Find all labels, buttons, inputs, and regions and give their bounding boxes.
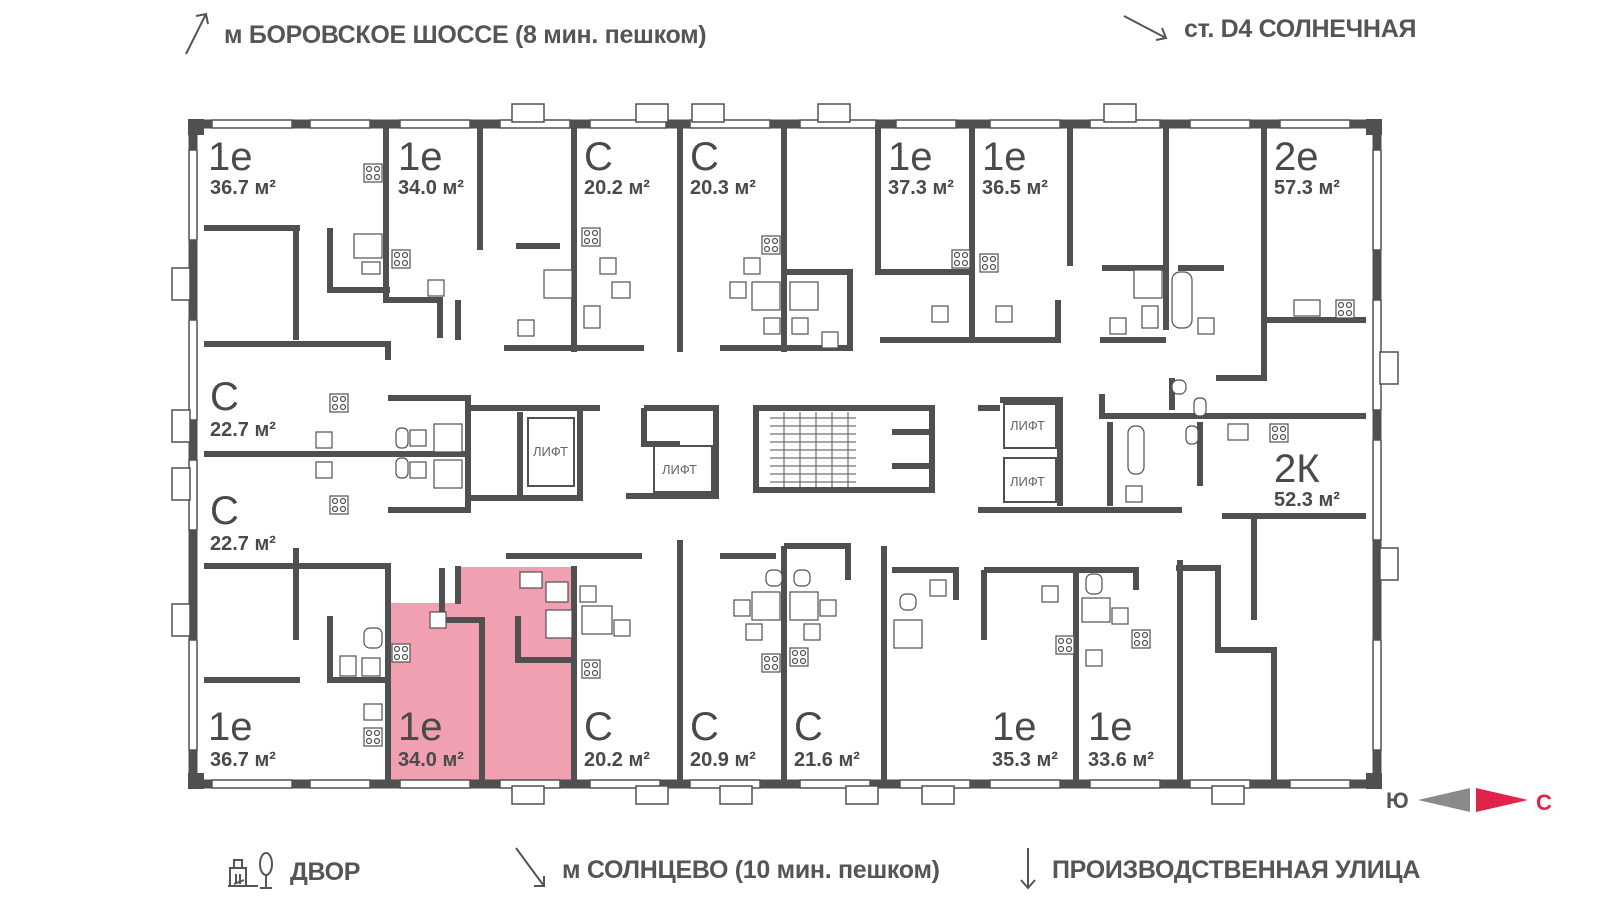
apartment-label[interactable]: 1е 36.5 м²: [982, 135, 1048, 199]
arrow-down-icon: [1018, 846, 1038, 897]
unit-type: С: [210, 375, 239, 419]
unit-area: 34.0 м²: [398, 177, 464, 199]
unit-type: 1е: [888, 135, 933, 179]
apartment-label[interactable]: 1е 35.3 м²: [992, 705, 1058, 771]
unit-area: 52.3 м²: [1274, 489, 1340, 511]
apartment-label[interactable]: С 20.2 м²: [584, 705, 650, 771]
lift-4: [1003, 457, 1057, 503]
apartment-label[interactable]: С 20.3 м²: [690, 135, 756, 199]
apartment-label[interactable]: С 20.2 м²: [584, 135, 650, 199]
lift-3: [1003, 403, 1057, 449]
compass-south-label: Ю: [1386, 788, 1409, 813]
compass-south-arrow: [1418, 788, 1470, 812]
unit-type: 1е: [1088, 705, 1133, 749]
apartment-label[interactable]: С 22.7 м²: [210, 375, 276, 441]
unit-type: С: [690, 705, 719, 749]
apartment-label[interactable]: 1е 36.7 м²: [208, 135, 276, 199]
landmark-solntsevo-label: м СОЛНЦЕВО (10 мин. пешком): [562, 856, 940, 885]
landmark-solnechnaya: ст. D4 СОЛНЕЧНАЯ: [1122, 12, 1416, 49]
stove-icons: [329, 163, 1355, 747]
unit-type: С: [584, 135, 613, 179]
unit-area: 22.7 м²: [210, 419, 276, 441]
interior-walls: [204, 124, 1366, 784]
compass-north-label: С: [1536, 790, 1552, 815]
unit-area: 20.2 м²: [584, 749, 650, 771]
unit-type: 1е: [208, 135, 253, 179]
apartment-label[interactable]: 2е 57.3 м²: [1274, 135, 1340, 199]
landmark-borovskoe-label: м БОРОВСКОЕ ШОССЕ (8 мин. пешком): [224, 21, 707, 50]
unit-area: 20.9 м²: [690, 749, 756, 771]
unit-area: 20.3 м²: [690, 177, 756, 199]
unit-area: 57.3 м²: [1274, 177, 1340, 199]
unit-type: 1е: [992, 705, 1037, 749]
landmark-proizvodstvennaya: ПРОИЗВОДСТВЕННАЯ УЛИЦА: [1018, 846, 1420, 897]
unit-area: 36.7 м²: [210, 177, 276, 199]
unit-area: 33.6 м²: [1088, 749, 1154, 771]
bathroom-fixtures: [315, 233, 1321, 721]
lift-2: [653, 445, 713, 493]
landmark-yard-label: ДВОР: [290, 858, 361, 887]
unit-type: С: [210, 489, 239, 533]
stairs: [770, 412, 856, 488]
windows: [171, 103, 1399, 805]
lift-labels: ЛИФТ ЛИФТ ЛИФТ ЛИФТ: [533, 418, 1045, 489]
apartment-label[interactable]: С 20.9 м²: [690, 705, 756, 771]
apartment-label[interactable]: 1е 36.7 м²: [208, 705, 276, 771]
apartment-label[interactable]: 1е 34.0 м²: [398, 135, 464, 199]
unit-area: 34.0 м²: [398, 749, 464, 771]
unit-type: 1е: [398, 705, 443, 749]
unit-type: 2е: [1274, 135, 1319, 179]
lift-1: [527, 417, 575, 487]
unit-area: 20.2 м²: [584, 177, 650, 199]
unit-type: 2К: [1274, 447, 1320, 491]
apartment-labels: 1е 36.7 м² 1е 34.0 м² С 20.2 м² С 20.3 м…: [208, 135, 1340, 771]
corner-blocks: [188, 119, 1382, 789]
unit-area: 22.7 м²: [210, 533, 276, 555]
yard-icon: [224, 850, 276, 897]
landmark-borovskoe: м БОРОВСКОЕ ШОССЕ (8 мин. пешком): [184, 10, 707, 63]
unit-type: 1е: [982, 135, 1027, 179]
lift-label: ЛИФТ: [1010, 418, 1045, 433]
landmark-solntsevo: м СОЛНЦЕВО (10 мин. пешком): [514, 846, 940, 897]
unit-area: 37.3 м²: [888, 177, 954, 199]
unit-type: 1е: [208, 705, 253, 749]
unit-type: 1е: [398, 135, 443, 179]
unit-area: 21.6 м²: [794, 749, 860, 771]
unit-type: С: [690, 135, 719, 179]
arrow-down-right-icon: [1122, 12, 1170, 49]
apartment-label[interactable]: 1е 33.6 м²: [1088, 705, 1154, 771]
apartment-label[interactable]: С 22.7 м²: [210, 489, 276, 555]
landmark-yard: ДВОР: [224, 850, 360, 897]
unit-type: С: [584, 705, 613, 749]
lift-label: ЛИФТ: [662, 462, 697, 477]
arrow-up-right-icon: [184, 10, 210, 63]
unit-area: 36.7 м²: [210, 749, 276, 771]
unit-area: 36.5 м²: [982, 177, 1048, 199]
apartment-label[interactable]: 2К 52.3 м²: [1274, 447, 1340, 511]
landmark-proizvodstvennaya-label: ПРОИЗВОДСТВЕННАЯ УЛИЦА: [1052, 856, 1421, 885]
compass-north-arrow: [1476, 788, 1528, 812]
landmark-solnechnaya-label: ст. D4 СОЛНЕЧНАЯ: [1184, 15, 1417, 44]
lift-shafts: [527, 403, 1057, 503]
apartment-label-highlighted[interactable]: 1е 34.0 м²: [398, 705, 464, 771]
apartment-label[interactable]: 1е 37.3 м²: [888, 135, 954, 199]
compass: Ю С: [1386, 788, 1552, 815]
lift-label: ЛИФТ: [1010, 474, 1045, 489]
arrow-down-right-icon: [514, 846, 548, 897]
apartment-label[interactable]: С 21.6 м²: [794, 705, 860, 771]
lift-label: ЛИФТ: [533, 444, 568, 459]
unit-area: 35.3 м²: [992, 749, 1058, 771]
unit-type: С: [794, 705, 823, 749]
